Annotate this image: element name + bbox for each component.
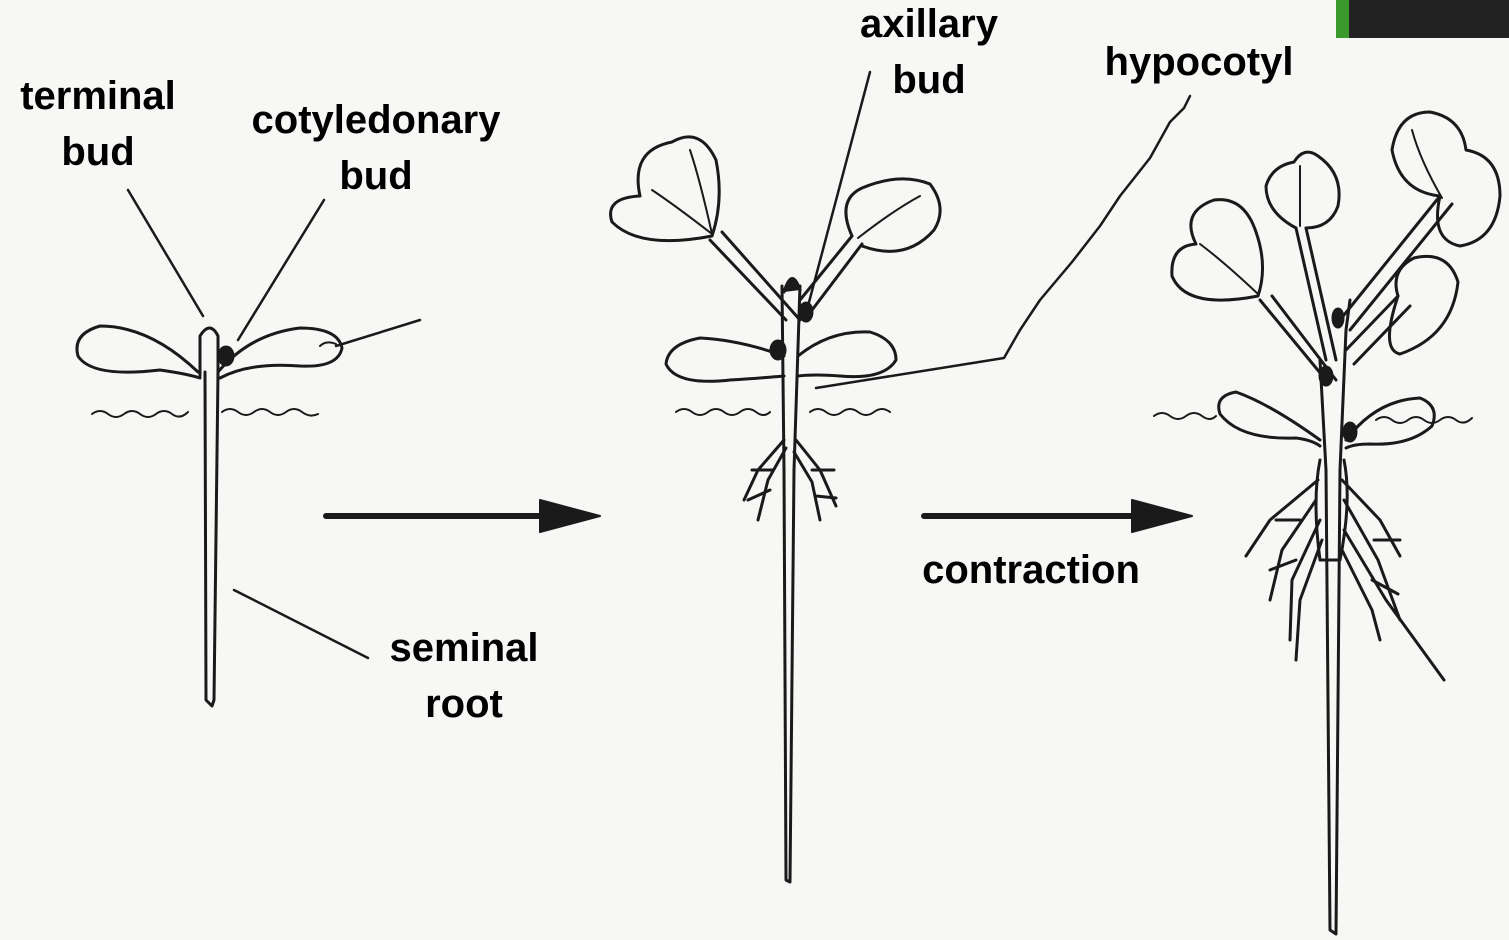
pointer-cotyledon xyxy=(336,320,420,346)
label-cotyledonary-bud-line2: bud xyxy=(236,148,516,204)
left-cotyledon-2 xyxy=(666,338,784,381)
leaf-3d xyxy=(1389,256,1458,354)
label-cotyledonary-bud: cotyledonary bud xyxy=(236,92,516,204)
label-axillary-bud: axillary bud xyxy=(846,0,1012,108)
leaf-3e xyxy=(1219,392,1320,446)
adventitious-roots-2 xyxy=(744,440,836,520)
arrow-2 xyxy=(924,500,1192,532)
axillary-bud-2 xyxy=(800,303,812,321)
leaf-upper-left-2 xyxy=(611,137,720,241)
leaf-upper-right-2 xyxy=(846,179,940,251)
label-seminal-root-line1: seminal xyxy=(376,620,552,676)
seedling-stage-1 xyxy=(77,326,342,706)
arrow-1 xyxy=(326,500,600,532)
seedling-stage-3 xyxy=(1154,112,1500,934)
label-cotyledonary-bud-line1: cotyledonary xyxy=(236,92,516,148)
left-cotyledon-1 xyxy=(77,326,200,378)
adventitious-roots-3 xyxy=(1246,480,1444,680)
right-cotyledon-2 xyxy=(798,332,896,377)
label-terminal-bud-line1: terminal xyxy=(10,68,186,124)
pointer-seminal-root xyxy=(234,590,368,658)
label-hypocotyl: hypocotyl xyxy=(1096,34,1302,90)
right-cotyledon-1 xyxy=(218,328,342,378)
seminal-root-1 xyxy=(205,372,218,706)
leaf-3b xyxy=(1266,152,1339,228)
cotyledonary-bud-1 xyxy=(219,347,233,365)
pointer-cotyledonary-bud xyxy=(238,200,324,340)
label-terminal-bud-line2: bud xyxy=(10,124,186,180)
pointer-hypocotyl xyxy=(816,96,1190,388)
label-axillary-bud-line2: bud xyxy=(846,52,1012,108)
soil-line-3 xyxy=(1154,413,1472,423)
terminal-bud-1 xyxy=(200,328,218,376)
leaf-3f xyxy=(1346,398,1434,448)
pointer-terminal-bud xyxy=(128,190,203,316)
label-seminal-root-line2: root xyxy=(376,676,552,732)
label-seminal-root: seminal root xyxy=(376,620,552,732)
label-contraction: contraction xyxy=(910,542,1152,598)
seedling-stage-2 xyxy=(611,137,941,882)
label-axillary-bud-line1: axillary xyxy=(846,0,1012,52)
label-terminal-bud: terminal bud xyxy=(10,68,186,180)
leaf-3c xyxy=(1392,112,1500,246)
cotyledonary-bud-2 xyxy=(771,341,785,359)
